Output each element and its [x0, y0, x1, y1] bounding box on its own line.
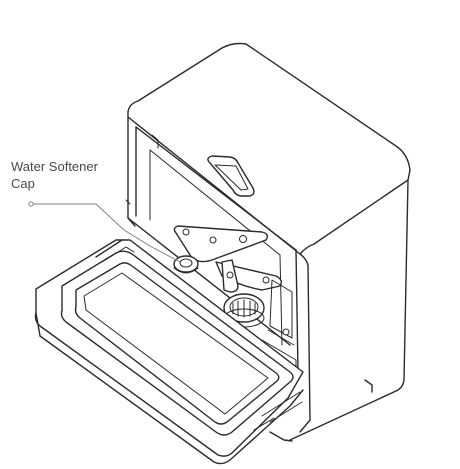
dishwasher-door: [34, 239, 304, 465]
water-softener-cap-label: Water Softener Cap: [11, 158, 98, 192]
callout-leader: [28, 201, 181, 263]
callout-line-1: Water Softener: [11, 159, 98, 174]
dishwasher-cabinet: [127, 42, 411, 442]
spray-arm: [173, 225, 283, 293]
top-handle-slot: [207, 155, 255, 197]
water-softener-cap: [173, 255, 199, 274]
callout-line-2: Cap: [11, 176, 35, 191]
